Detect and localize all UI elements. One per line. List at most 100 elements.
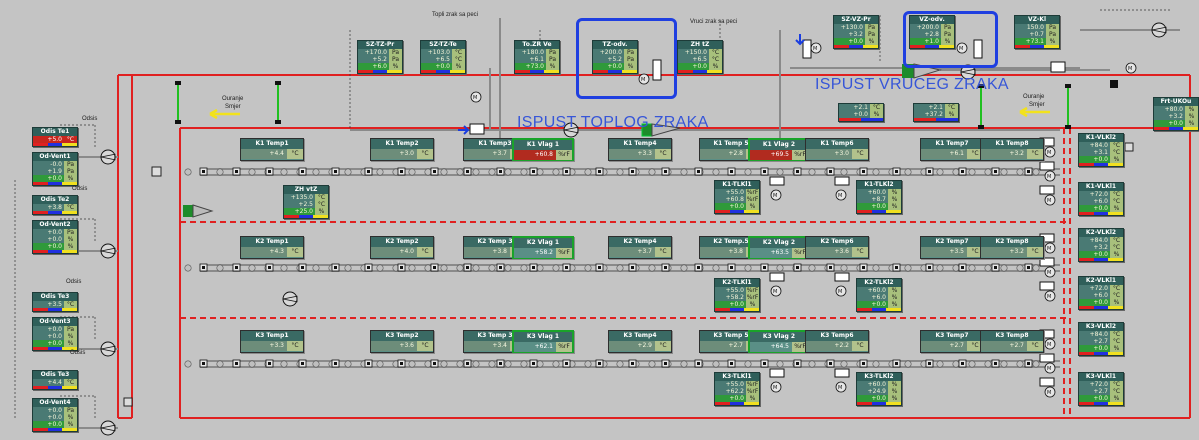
row-2-temp-4[interactable]: K2 Vlag 1+58.2%rF bbox=[512, 236, 574, 259]
vz-small-tile-1[interactable]: +2.1°C+0.0% bbox=[838, 103, 884, 122]
vz-small-tile-2[interactable]: +2.1°C+37.2% bbox=[913, 103, 959, 122]
row-2-temp-10[interactable]: K2 Temp8+3.2°C bbox=[980, 236, 1044, 259]
top-tile-9-value: +80.0 bbox=[1154, 106, 1185, 113]
left-tile-7[interactable]: Odis Te3+4.4°C bbox=[32, 370, 78, 390]
top-tile-8-value: +73.1 bbox=[1015, 38, 1046, 45]
left-tile-2-status-segment bbox=[48, 182, 63, 185]
row-1-temp-8[interactable]: K1 Temp6+3.0°C bbox=[805, 138, 869, 161]
right-tile-4-value: +0.0 bbox=[1079, 299, 1110, 306]
row-3-temp-10[interactable]: K3 Temp8+2.7°C bbox=[980, 330, 1044, 353]
row-2-temp-9[interactable]: K2 Temp7+3.5°C bbox=[920, 236, 984, 259]
row-2-temp-2[interactable]: K2 Temp2+4.0°C bbox=[370, 236, 434, 259]
temp-value: +3.3 bbox=[609, 149, 655, 159]
top-tile-2[interactable]: SZ-TZ-Te+103.0°C+6.5°C+0.0% bbox=[420, 40, 466, 74]
row-1-temp-9[interactable]: K1 Temp7+6.1°C bbox=[920, 138, 984, 161]
temp-title: K1 Temp8 bbox=[981, 139, 1043, 149]
row-1-sensor-dot bbox=[598, 170, 601, 173]
left-tile-1[interactable]: Odis Te1+5.0°C bbox=[32, 127, 78, 147]
tlk-valve bbox=[770, 177, 784, 185]
row-1-temp-5[interactable]: K1 Temp4+3.3°C bbox=[608, 138, 672, 161]
row-1-tlk1[interactable]: K1-TLKl1+55.0%rF+60.8%rF+0.0% bbox=[714, 180, 760, 214]
row-3-temp-8[interactable]: K3 Temp6+2.2°C bbox=[805, 330, 869, 353]
right-tile-3[interactable]: K2-VLKl2+84.0°C+3.2°C+0.0% bbox=[1078, 228, 1124, 262]
row-3-nozzle bbox=[249, 361, 255, 367]
right-tile-3-unit: % bbox=[1110, 251, 1123, 258]
right-tile-4[interactable]: K2-VLKl1+72.0°C+6.0°C+0.0% bbox=[1078, 276, 1124, 310]
right-tile-1[interactable]: K1-VLKl2+84.0°C+3.1°C+0.0% bbox=[1078, 133, 1124, 167]
right-tile-2-value: +6.0 bbox=[1079, 198, 1110, 205]
right-tile-6-status-bar bbox=[1079, 402, 1123, 405]
row-2-tlk2[interactable]: K2-TLKl2+60.0%+6.0%+0.0% bbox=[856, 278, 902, 312]
right-tile-6-value: +2.7 bbox=[1079, 388, 1110, 395]
row-2-nozzle bbox=[345, 265, 351, 271]
right-valve-motor-label: M bbox=[1047, 270, 1051, 276]
left-tile-5[interactable]: Odis Te3+3.5°C bbox=[32, 292, 78, 312]
row-2-temp-7[interactable]: K2 Vlag 2+63.5%rF bbox=[748, 236, 810, 259]
outlet-fan bbox=[1152, 23, 1166, 37]
top-tile-5-value: +6.5 bbox=[678, 56, 709, 63]
top-tile-9[interactable]: Frt-UKOu+80.0%+3.2%+0.0% bbox=[1153, 97, 1199, 131]
row-3-temp-9[interactable]: K3 Temp7+2.7°C bbox=[920, 330, 984, 353]
row-2-temp-5[interactable]: K2 Temp4+3.7°C bbox=[608, 236, 672, 259]
top-tile-3-value: +6.1 bbox=[515, 56, 546, 63]
row-1-temp-1[interactable]: K1 Temp1+4.4°C bbox=[240, 138, 304, 161]
row-1-temp-2[interactable]: K1 Temp2+3.0°C bbox=[370, 138, 434, 161]
left-tile-4-unit: % bbox=[64, 243, 77, 250]
top-tile-2-status-segment bbox=[450, 70, 465, 73]
row-3-temp-1[interactable]: K3 Temp1+3.3°C bbox=[240, 330, 304, 353]
row-2-nozzle bbox=[249, 265, 255, 271]
right-tile-5[interactable]: K3-VLKl2+84.0°C+2.7°C+0.0% bbox=[1078, 322, 1124, 356]
zh-vz-tile-status-segment bbox=[313, 215, 328, 218]
temp-title: K2 Temp4 bbox=[609, 237, 671, 247]
right-valve bbox=[1040, 378, 1054, 386]
zh-vz-tile-row: +135.0°C bbox=[284, 194, 328, 201]
right-tile-6[interactable]: K3-VLKl1+72.0°C+2.7°C+0.0% bbox=[1078, 372, 1124, 406]
row-1-sensor-dot bbox=[928, 170, 931, 173]
right-valve bbox=[1040, 186, 1054, 194]
row-2-tlk2-status-segment bbox=[872, 308, 887, 311]
top-tile-5[interactable]: ZH tZ+150.0°C+6.5°C+0.0% bbox=[677, 40, 723, 74]
row-3-tlk1-value: +0.0 bbox=[715, 395, 746, 402]
row-2-nozzle bbox=[969, 265, 975, 271]
row-3-temp-5[interactable]: K3 Temp4+2.9°C bbox=[608, 330, 672, 353]
left-tile-2-value: -0.0 bbox=[33, 161, 64, 168]
row-3-temp-2[interactable]: K3 Temp2+3.6°C bbox=[370, 330, 434, 353]
zh-vz-tile[interactable]: ZH vtZ+135.0°C+2.5°C+25.0% bbox=[283, 185, 329, 219]
row-1-temp-10[interactable]: K1 Temp8+3.2°C bbox=[980, 138, 1044, 161]
row-2-tlk1[interactable]: K2-TLKl1+55.0%rF+58.2%rF+0.0% bbox=[714, 278, 760, 312]
top-tile-3-status-segment bbox=[544, 70, 559, 73]
top-tile-5-status-segment bbox=[678, 70, 693, 73]
left-tile-3[interactable]: Odis Te2+3.8°C bbox=[32, 195, 78, 215]
row-1-temp-7[interactable]: K1 Vlag 2+69.5%rF bbox=[748, 138, 810, 161]
row-3-sensor-dot bbox=[598, 362, 601, 365]
row-3-temp-7[interactable]: K3 Vlag 2+64.5%rF bbox=[748, 330, 810, 353]
row-1-nozzle bbox=[745, 169, 751, 175]
row-3-temp-4[interactable]: K3 Vlag 1+62.1%rF bbox=[512, 330, 574, 353]
row-1-temp-4[interactable]: K1 Vlag 1+60.8%rF bbox=[512, 138, 574, 161]
top-tile-9-row: +80.0% bbox=[1154, 106, 1198, 113]
row-1-tlk2[interactable]: K1-TLKl2+60.0%+8.7%+0.0% bbox=[856, 180, 902, 214]
right-tile-2[interactable]: K1-VLKl1+72.0°C+6.0°C+0.0% bbox=[1078, 182, 1124, 216]
right-tile-3-status-segment bbox=[1079, 258, 1094, 261]
row-2-temp-1[interactable]: K2 Temp1+4.3°C bbox=[240, 236, 304, 259]
row-2-temp-8[interactable]: K2 Temp6+3.6°C bbox=[805, 236, 869, 259]
row-3-tlk2[interactable]: K3-TLKl2+60.0%+24.9%+0.0% bbox=[856, 372, 902, 406]
row-3-tlk1-value: +55.0 bbox=[715, 381, 746, 388]
row-1-nozzle bbox=[585, 169, 591, 175]
row-2-nozzle bbox=[905, 265, 911, 271]
row-2-sensor-dot bbox=[334, 266, 337, 269]
row-3-sensor-dot bbox=[301, 362, 304, 365]
row-2-sensor-dot bbox=[400, 266, 403, 269]
left-tile-2-row: -0.0Pa bbox=[33, 161, 77, 168]
row-3-tlk1[interactable]: K3-TLKl1+55.0%rF+62.2%rF+0.0% bbox=[714, 372, 760, 406]
row-2-tlk2-status-segment bbox=[886, 308, 901, 311]
left-tile-1-value: +5.0 bbox=[33, 136, 64, 143]
